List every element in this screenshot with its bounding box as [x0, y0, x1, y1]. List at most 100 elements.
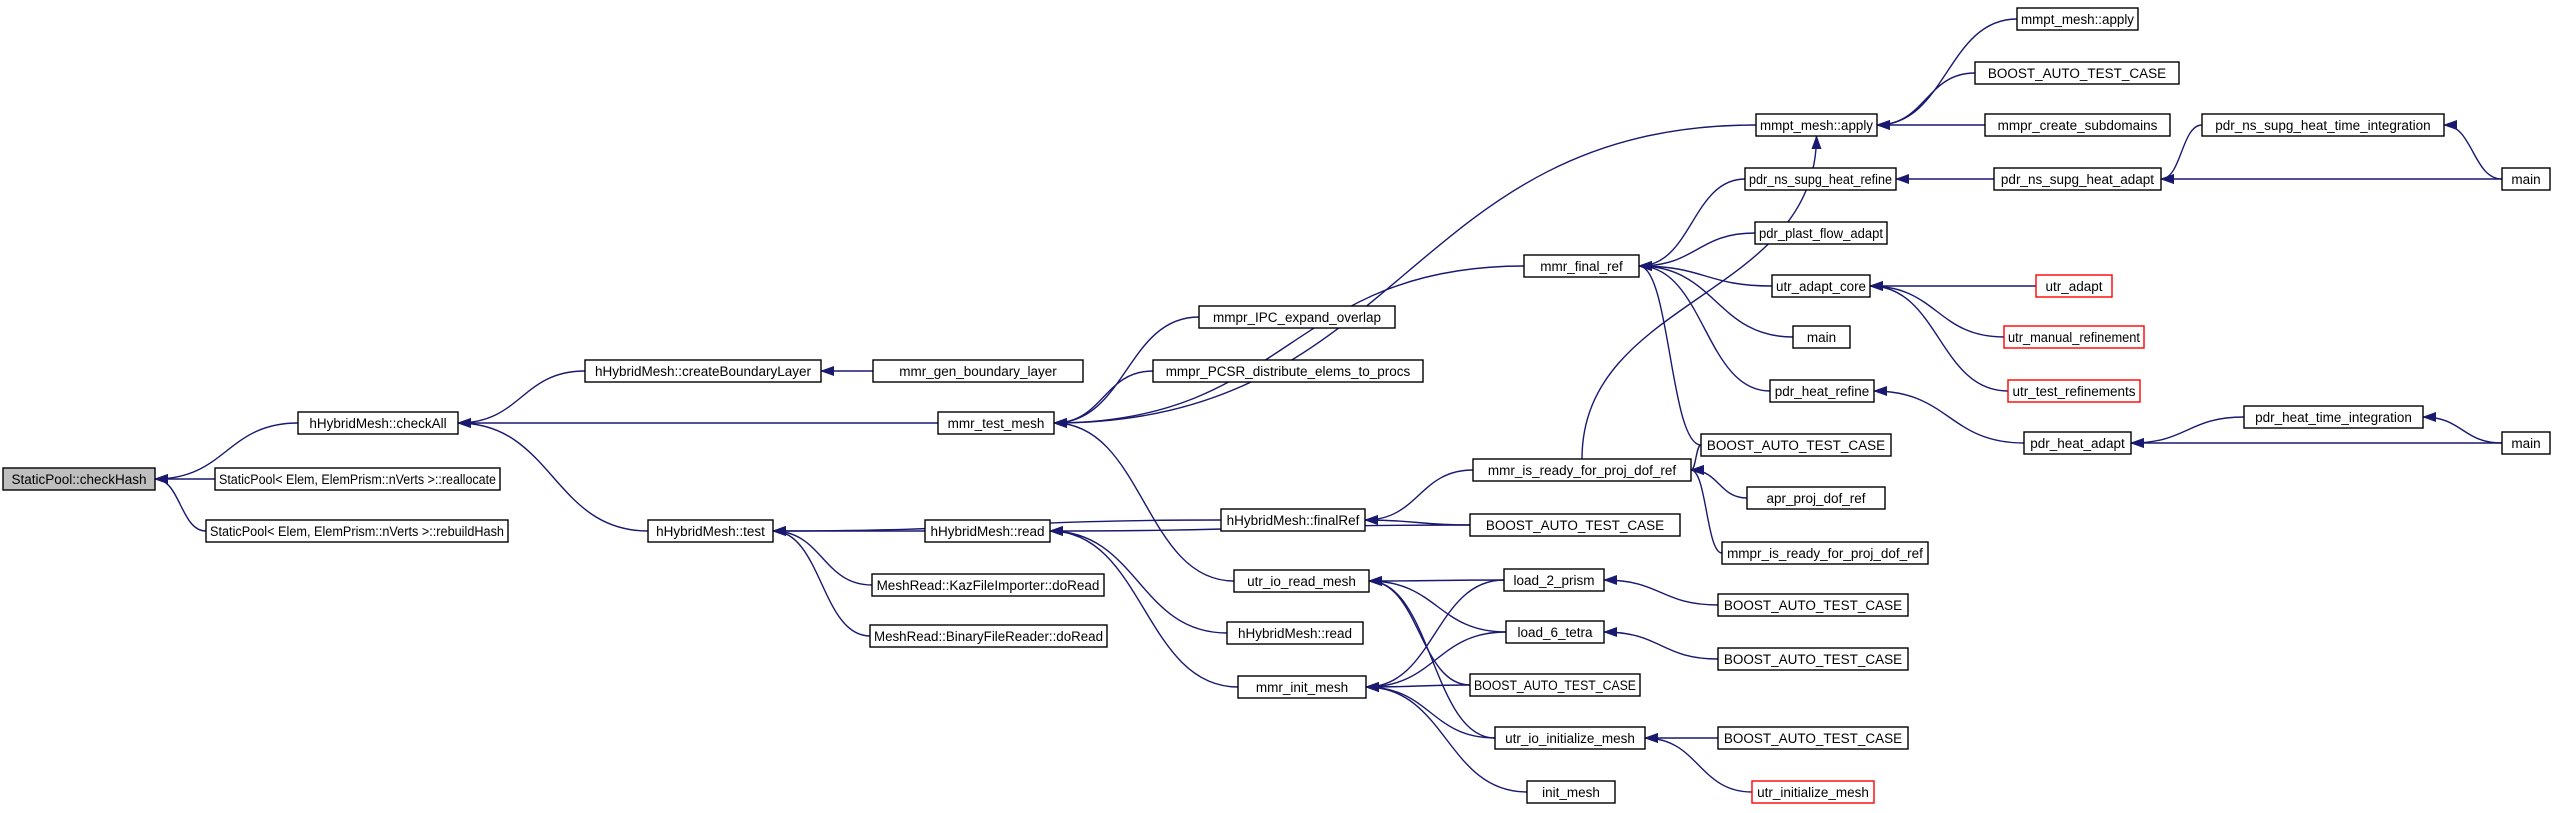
node-pdrNsTimeInt[interactable]: pdr_ns_supg_heat_time_integration [2201, 113, 2445, 137]
node-label: utr_manual_refinement [2008, 330, 2140, 345]
node-realloc[interactable]: StaticPool< Elem, ElemPrism::nVerts >::r… [214, 467, 501, 491]
node-box [1717, 647, 1909, 671]
node-box [1717, 726, 1909, 750]
edge-utrManual-to-utrAdaptCore [1869, 281, 2005, 338]
node-box [2501, 167, 2551, 191]
node-main3[interactable]: main [2501, 431, 2551, 455]
node-hhmRead2[interactable]: hHybridMesh::read [1226, 621, 1364, 645]
node-label: pdr_heat_refine [1775, 384, 1870, 399]
node-label: mmr_final_ref [1540, 259, 1623, 274]
node-box [1721, 541, 1929, 565]
node-box [1220, 508, 1366, 532]
node-box [214, 467, 501, 491]
node-box [1237, 675, 1367, 699]
node-box [871, 573, 1105, 597]
node-mmptApply1[interactable]: mmpt_mesh::apply [1755, 113, 1878, 137]
node-box [869, 624, 1108, 648]
node-label: hHybridMesh::read [930, 524, 1044, 539]
node-hhmRead[interactable]: hHybridMesh::read [924, 519, 1051, 543]
edge-mmrIsReady-to-mmptApply1 [1581, 135, 1822, 460]
node-utrAdaptCore[interactable]: utr_adapt_core [1771, 274, 1871, 298]
node-kaz[interactable]: MeshRead::KazFileImporter::doRead [871, 573, 1105, 597]
node-label: mmr_init_mesh [1256, 680, 1348, 695]
node-pdrNsAdapt[interactable]: pdr_ns_supg_heat_adapt [1993, 167, 2162, 191]
node-boost7[interactable]: BOOST_AUTO_TEST_CASE [1717, 726, 1909, 750]
node-box [1503, 568, 1605, 592]
node-main1[interactable]: main [2501, 167, 2551, 191]
node-pdrHeatRefine[interactable]: pdr_heat_refine [1769, 379, 1875, 403]
node-mmrIsReady[interactable]: mmr_is_ready_for_proj_dof_ref [1472, 458, 1692, 482]
node-label: BOOST_AUTO_TEST_CASE [1724, 731, 1902, 746]
node-label: load_2_prism [1513, 573, 1594, 588]
node-box [1746, 486, 1886, 510]
node-box [1233, 569, 1370, 593]
node-pdrPlast[interactable]: pdr_plast_flow_adapt [1754, 221, 1888, 245]
node-mmrGenBL[interactable]: mmr_gen_boundary_layer [872, 359, 1084, 383]
node-label: main [2511, 436, 2540, 451]
node-label: pdr_heat_time_integration [2255, 410, 2412, 425]
edge-main1-to-pdrNsTimeInt [2443, 120, 2503, 180]
edge-mmprIsReady-to-mmrIsReady [1690, 465, 1723, 554]
node-hhmTest[interactable]: hHybridMesh::test [647, 519, 774, 543]
node-binary[interactable]: MeshRead::BinaryFileReader::doRead [869, 624, 1108, 648]
edge-binary-to-hhmTest [772, 526, 871, 637]
node-initMesh[interactable]: init_mesh [1526, 780, 1616, 804]
edge-mmprPCSR-to-mmrTestMesh [1053, 370, 1154, 428]
node-pdrHeatAdapt[interactable]: pdr_heat_adapt [2023, 431, 2132, 455]
node-boost1[interactable]: BOOST_AUTO_TEST_CASE [1974, 61, 2180, 85]
edge-hhmTest-to-checkAll [457, 418, 649, 532]
node-utrAdapt[interactable]: utr_adapt [2035, 274, 2113, 298]
node-boost4[interactable]: BOOST_AUTO_TEST_CASE [1469, 673, 1641, 697]
node-pdrHeatTimeInt[interactable]: pdr_heat_time_integration [2243, 405, 2424, 429]
node-mmprPCSR[interactable]: mmpr_PCSR_distribute_elems_to_procs [1152, 359, 1424, 383]
edge-boost4-to-utrIoReadMesh [1368, 576, 1471, 686]
node-mmrInitMesh[interactable]: mmr_init_mesh [1237, 675, 1367, 699]
node-box [205, 519, 509, 543]
node-main2[interactable]: main [1792, 325, 1851, 349]
node-mmprCreateSub[interactable]: mmpr_create_subdomains [1984, 113, 2171, 137]
node-label: load_6_tetra [1517, 625, 1593, 640]
node-mmrTestMesh[interactable]: mmr_test_mesh [937, 411, 1055, 435]
node-box [2003, 325, 2145, 349]
node-label: hHybridMesh::checkAll [309, 416, 446, 431]
node-aprProj[interactable]: apr_proj_dof_ref [1746, 486, 1886, 510]
edge-utrInitMesh-to-utrIoInit [1644, 733, 1753, 793]
node-box [2201, 113, 2445, 137]
node-createBL[interactable]: hHybridMesh::createBoundaryLayer [584, 359, 822, 383]
node-utrIoInit[interactable]: utr_io_initialize_mesh [1494, 726, 1646, 750]
node-utrIoReadMesh[interactable]: utr_io_read_mesh [1233, 569, 1370, 593]
node-mmrFinalRef[interactable]: mmr_final_ref [1523, 254, 1640, 278]
edge-utrIoInit-to-utrIoReadMesh [1368, 576, 1496, 739]
node-box [584, 359, 822, 383]
node-box [1700, 433, 1892, 457]
node-mmprIPC[interactable]: mmpr_IPC_expand_overlap [1198, 305, 1396, 329]
edge-load6-to-mmrInitMesh [1365, 631, 1507, 692]
edge-boost2-to-mmrFinalRef [1638, 261, 1702, 446]
node-box [1226, 621, 1364, 645]
node-mmprIsReady[interactable]: mmpr_is_ready_for_proj_dof_ref [1721, 541, 1929, 565]
node-label: main [1807, 330, 1836, 345]
node-label: pdr_heat_adapt [2030, 436, 2125, 451]
edge-mmrInitMesh-to-hhmRead [1049, 526, 1239, 688]
node-label: main [2511, 172, 2540, 187]
node-pdrNsRefine[interactable]: pdr_ns_supg_heat_refine [1744, 167, 1897, 191]
node-utrTestRef[interactable]: utr_test_refinements [2007, 379, 2141, 403]
node-load6[interactable]: load_6_tetra [1505, 620, 1605, 644]
node-label: MeshRead::KazFileImporter::doRead [877, 578, 1100, 593]
node-hhmFinalRef[interactable]: hHybridMesh::finalRef [1220, 508, 1366, 532]
node-checkAll[interactable]: hHybridMesh::checkAll [297, 411, 459, 435]
node-load2[interactable]: load_2_prism [1503, 568, 1605, 592]
node-root[interactable]: StaticPool::checkHash [2, 467, 156, 491]
node-box [1472, 458, 1692, 482]
node-utrInitMesh[interactable]: utr_initialize_mesh [1751, 780, 1875, 804]
node-utrManual[interactable]: utr_manual_refinement [2003, 325, 2145, 349]
node-boost5[interactable]: BOOST_AUTO_TEST_CASE [1717, 593, 1909, 617]
node-mmptApply2[interactable]: mmpt_mesh::apply [2016, 7, 2139, 31]
node-box [937, 411, 1055, 435]
node-label: pdr_plast_flow_adapt [1759, 226, 1883, 241]
node-rebuild[interactable]: StaticPool< Elem, ElemPrism::nVerts >::r… [205, 519, 509, 543]
edge-hhmRead2-to-hhmRead [1049, 526, 1228, 634]
node-boost2[interactable]: BOOST_AUTO_TEST_CASE [1700, 433, 1892, 457]
node-boost3[interactable]: BOOST_AUTO_TEST_CASE [1469, 513, 1681, 537]
node-boost6[interactable]: BOOST_AUTO_TEST_CASE [1717, 647, 1909, 671]
